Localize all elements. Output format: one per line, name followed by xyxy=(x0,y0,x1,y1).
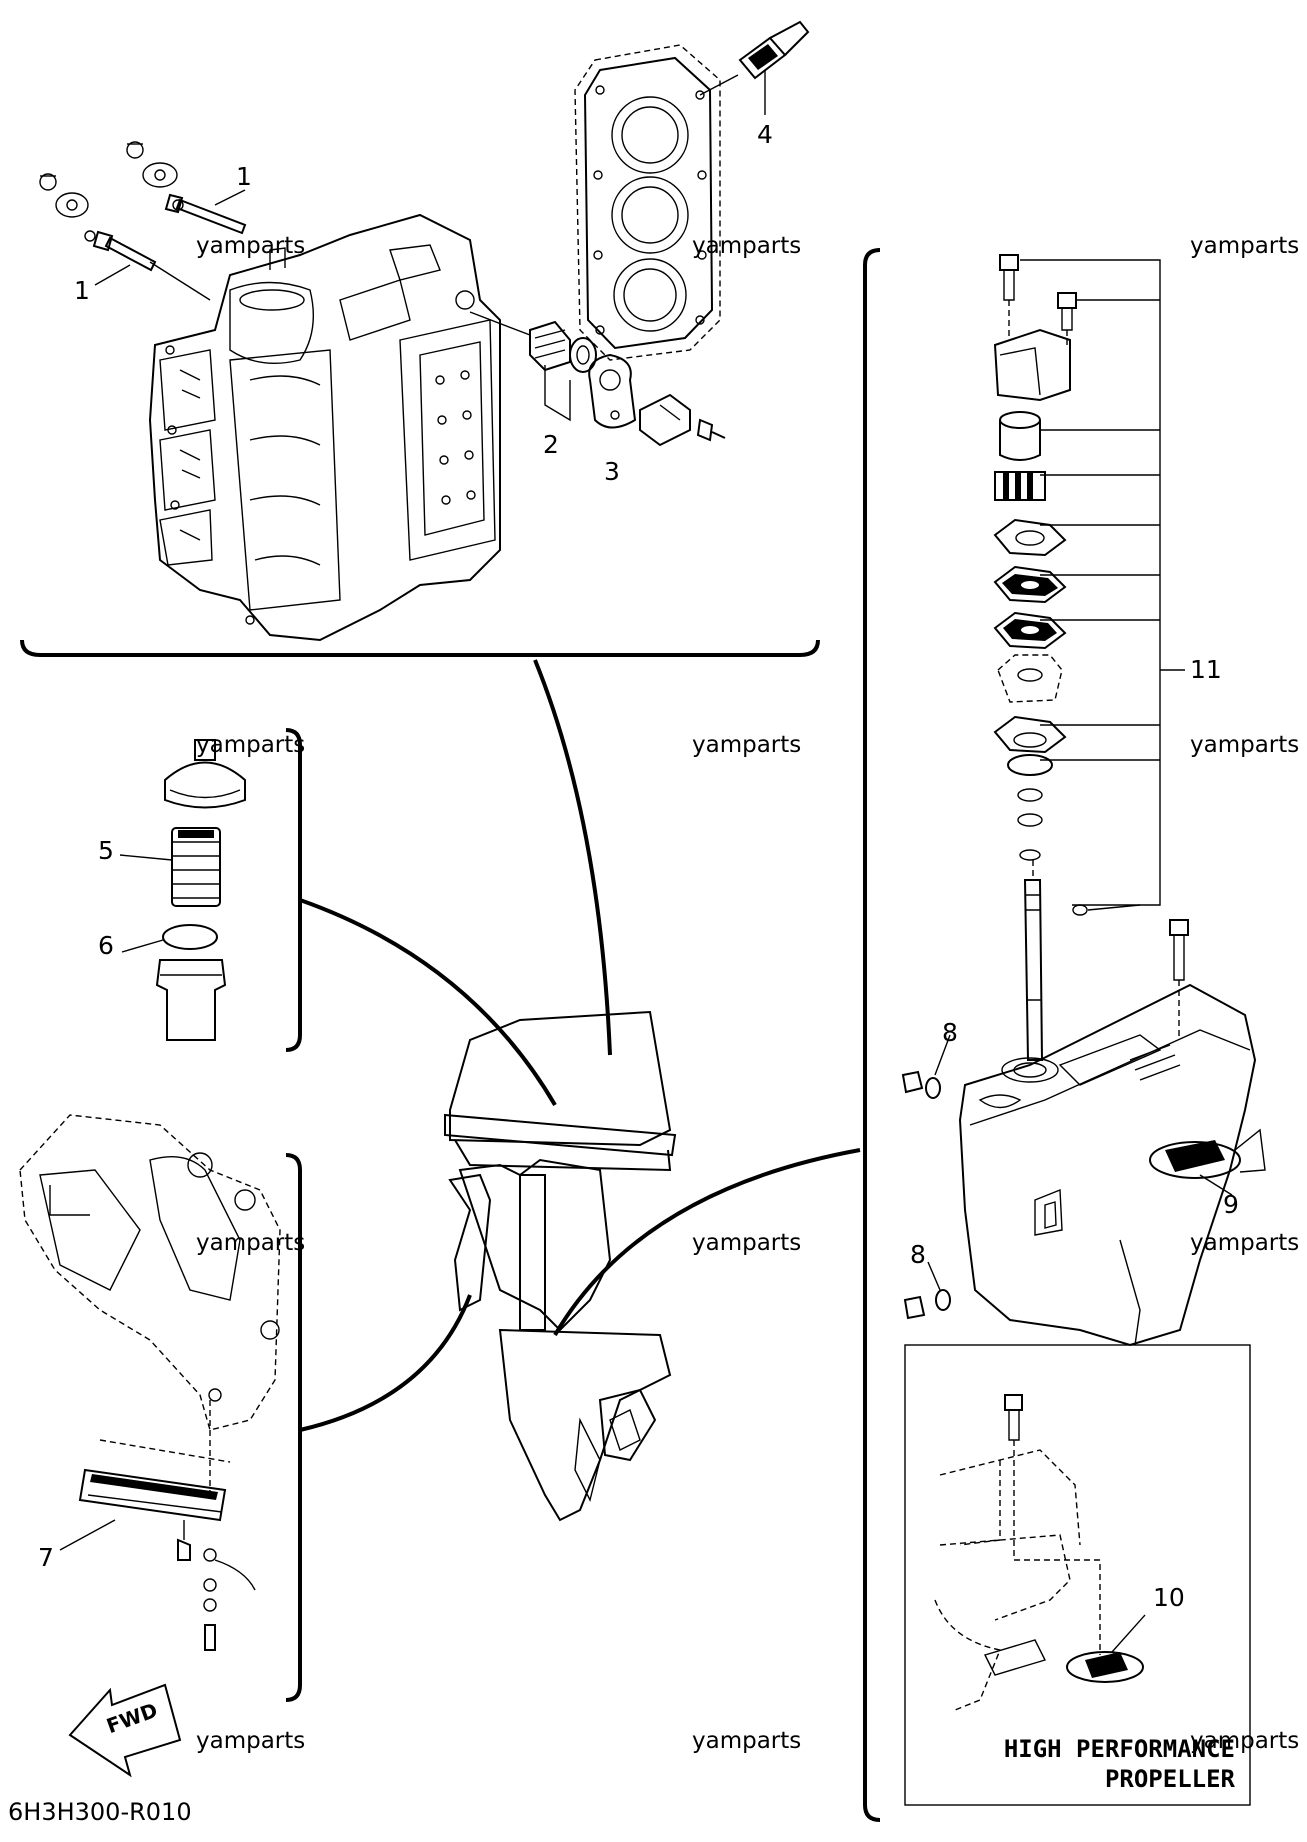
callout-3: 3 xyxy=(604,457,620,486)
hp-propeller-line1: HIGH PERFORMANCE xyxy=(1003,1735,1235,1763)
bolt-1-upper xyxy=(164,189,247,235)
anode-7 xyxy=(59,1400,231,1551)
watermark: yamparts xyxy=(196,1728,306,1754)
cylinder-block xyxy=(148,213,501,642)
watermark: yamparts xyxy=(692,1728,802,1754)
callout-7: 7 xyxy=(38,1543,54,1572)
water-pump-kit-11 xyxy=(993,254,1185,916)
callout-1-upper: 1 xyxy=(236,162,252,191)
bolt-1-lower xyxy=(92,230,211,301)
clamp-bracket xyxy=(19,1114,281,1431)
spark-plug-4 xyxy=(699,20,810,115)
watermark: yamparts xyxy=(1190,233,1300,259)
leader-clamp xyxy=(299,1294,472,1432)
strainer-5 xyxy=(119,827,221,907)
watermark: yamparts xyxy=(1190,1728,1300,1754)
watermark: yamparts xyxy=(692,233,802,259)
watermark: yamparts xyxy=(692,732,802,758)
watermark: yamparts xyxy=(196,732,306,758)
outboard-motor xyxy=(444,1010,677,1522)
watermark: yamparts xyxy=(1190,1230,1300,1256)
callout-8-lower: 8 xyxy=(910,1240,926,1269)
strainer-cover xyxy=(164,739,246,809)
leader-lower-unit xyxy=(553,1148,861,1337)
callout-4: 4 xyxy=(757,120,773,149)
top-group-bracket xyxy=(20,639,820,657)
diagram-code: 6H3H300-R010 xyxy=(8,1798,192,1826)
strainer-cup xyxy=(155,959,227,1041)
leader-powerhead xyxy=(533,659,612,1056)
hp-propeller-parts xyxy=(934,1394,1146,1711)
watermark: yamparts xyxy=(692,1230,802,1256)
anode-bolts xyxy=(177,1520,256,1651)
o-ring-6 xyxy=(121,924,218,953)
lower-casing xyxy=(958,983,1257,1347)
callout-1-lower: 1 xyxy=(74,276,90,305)
callout-9: 9 xyxy=(1223,1190,1239,1219)
anode-screw-8-upper xyxy=(901,1034,951,1099)
callout-8-upper: 8 xyxy=(942,1018,958,1047)
hp-propeller-line2: PROPELLER xyxy=(1104,1765,1235,1793)
watermark: yamparts xyxy=(196,1230,306,1256)
callout-10: 10 xyxy=(1153,1583,1185,1612)
lower-unit-bolt xyxy=(1169,919,1189,1040)
strainer-bracket xyxy=(285,728,302,1052)
thermostat-cover xyxy=(639,393,726,447)
drive-shaft xyxy=(1023,860,1044,1061)
clamp-bracket-group xyxy=(285,1153,302,1702)
trim-tab-9 xyxy=(1149,1128,1266,1196)
cylinder-head xyxy=(574,44,721,361)
callout-5: 5 xyxy=(98,836,114,865)
small-washers-top xyxy=(39,141,184,242)
lower-unit-bracket xyxy=(863,248,881,1822)
fwd-arrow-icon xyxy=(68,1683,182,1778)
hp-propeller-inset xyxy=(904,1344,1251,1806)
callout-2: 2 xyxy=(543,430,559,459)
gasket-3 xyxy=(588,353,637,429)
watermark: yamparts xyxy=(1190,732,1300,758)
watermark: yamparts xyxy=(196,233,306,259)
callout-11: 11 xyxy=(1190,655,1222,684)
callout-6: 6 xyxy=(98,931,114,960)
leader-strainer xyxy=(299,898,557,1107)
thermostat-2 xyxy=(469,311,597,422)
anode-screw-8-lower xyxy=(903,1261,951,1320)
